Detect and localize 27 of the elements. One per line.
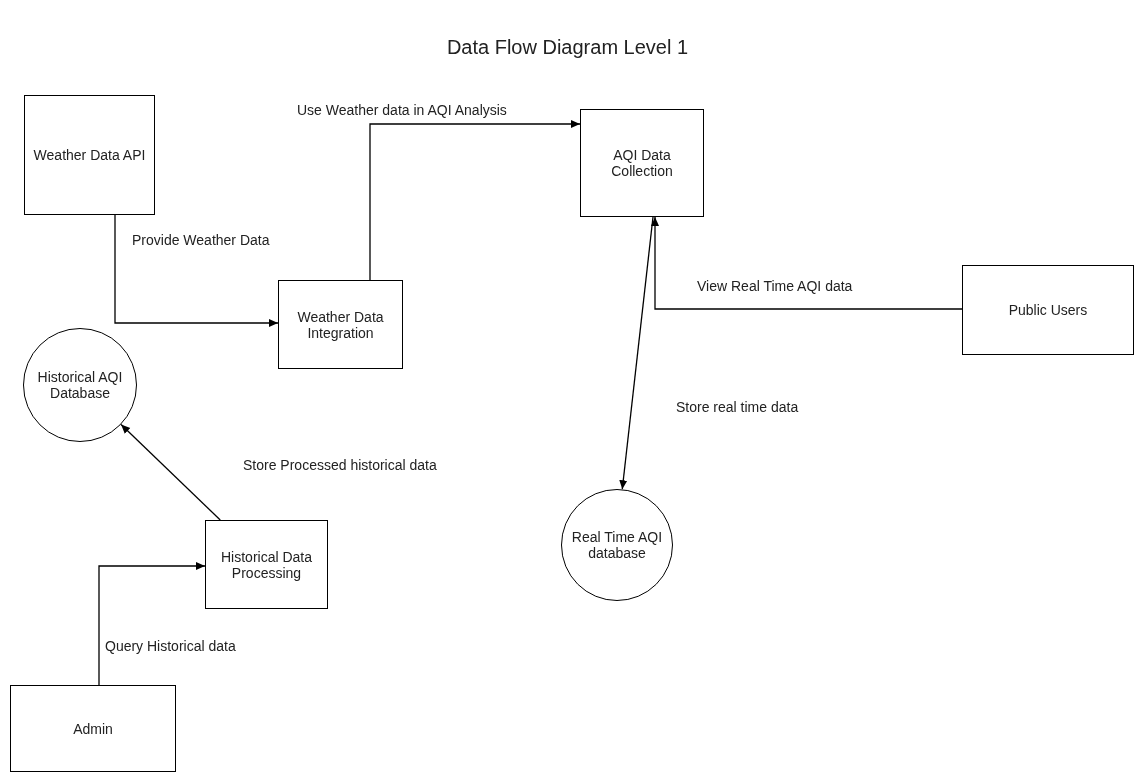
process-box (10, 685, 176, 772)
process-box (205, 520, 328, 609)
node-label: Admin (73, 720, 113, 737)
arrow (98, 562, 206, 686)
node-label: Weather Data Integration (296, 308, 385, 341)
node-label: Historical Data Processing (220, 548, 313, 581)
node-label: Weather Data API (33, 147, 146, 163)
edge-label: Store real time data (675, 399, 800, 415)
process-box (24, 95, 155, 215)
process-box (962, 265, 1134, 355)
arrow (369, 120, 581, 281)
edge-label: Query Historical data (104, 638, 237, 654)
arrow (114, 214, 279, 327)
process-box (278, 280, 403, 369)
node-label: Historical AQI Database (36, 369, 124, 401)
node-label: AQI Data Collection (610, 147, 674, 179)
arrow (651, 216, 963, 310)
process-box (580, 109, 704, 217)
edge-label: View Real Time AQI data (696, 278, 854, 294)
edge-label: Use Weather data in AQI Analysis (296, 102, 508, 118)
edge-label: Store Processed historical data (242, 457, 438, 473)
diagram-title: Data Flow Diagram Level 1 (445, 36, 690, 59)
arrow (619, 216, 654, 490)
node-label: Public Users (1008, 302, 1088, 318)
arrow (120, 423, 221, 521)
node-label: Real Time AQI database (570, 529, 664, 561)
edge-label: Provide Weather Data (131, 232, 271, 248)
